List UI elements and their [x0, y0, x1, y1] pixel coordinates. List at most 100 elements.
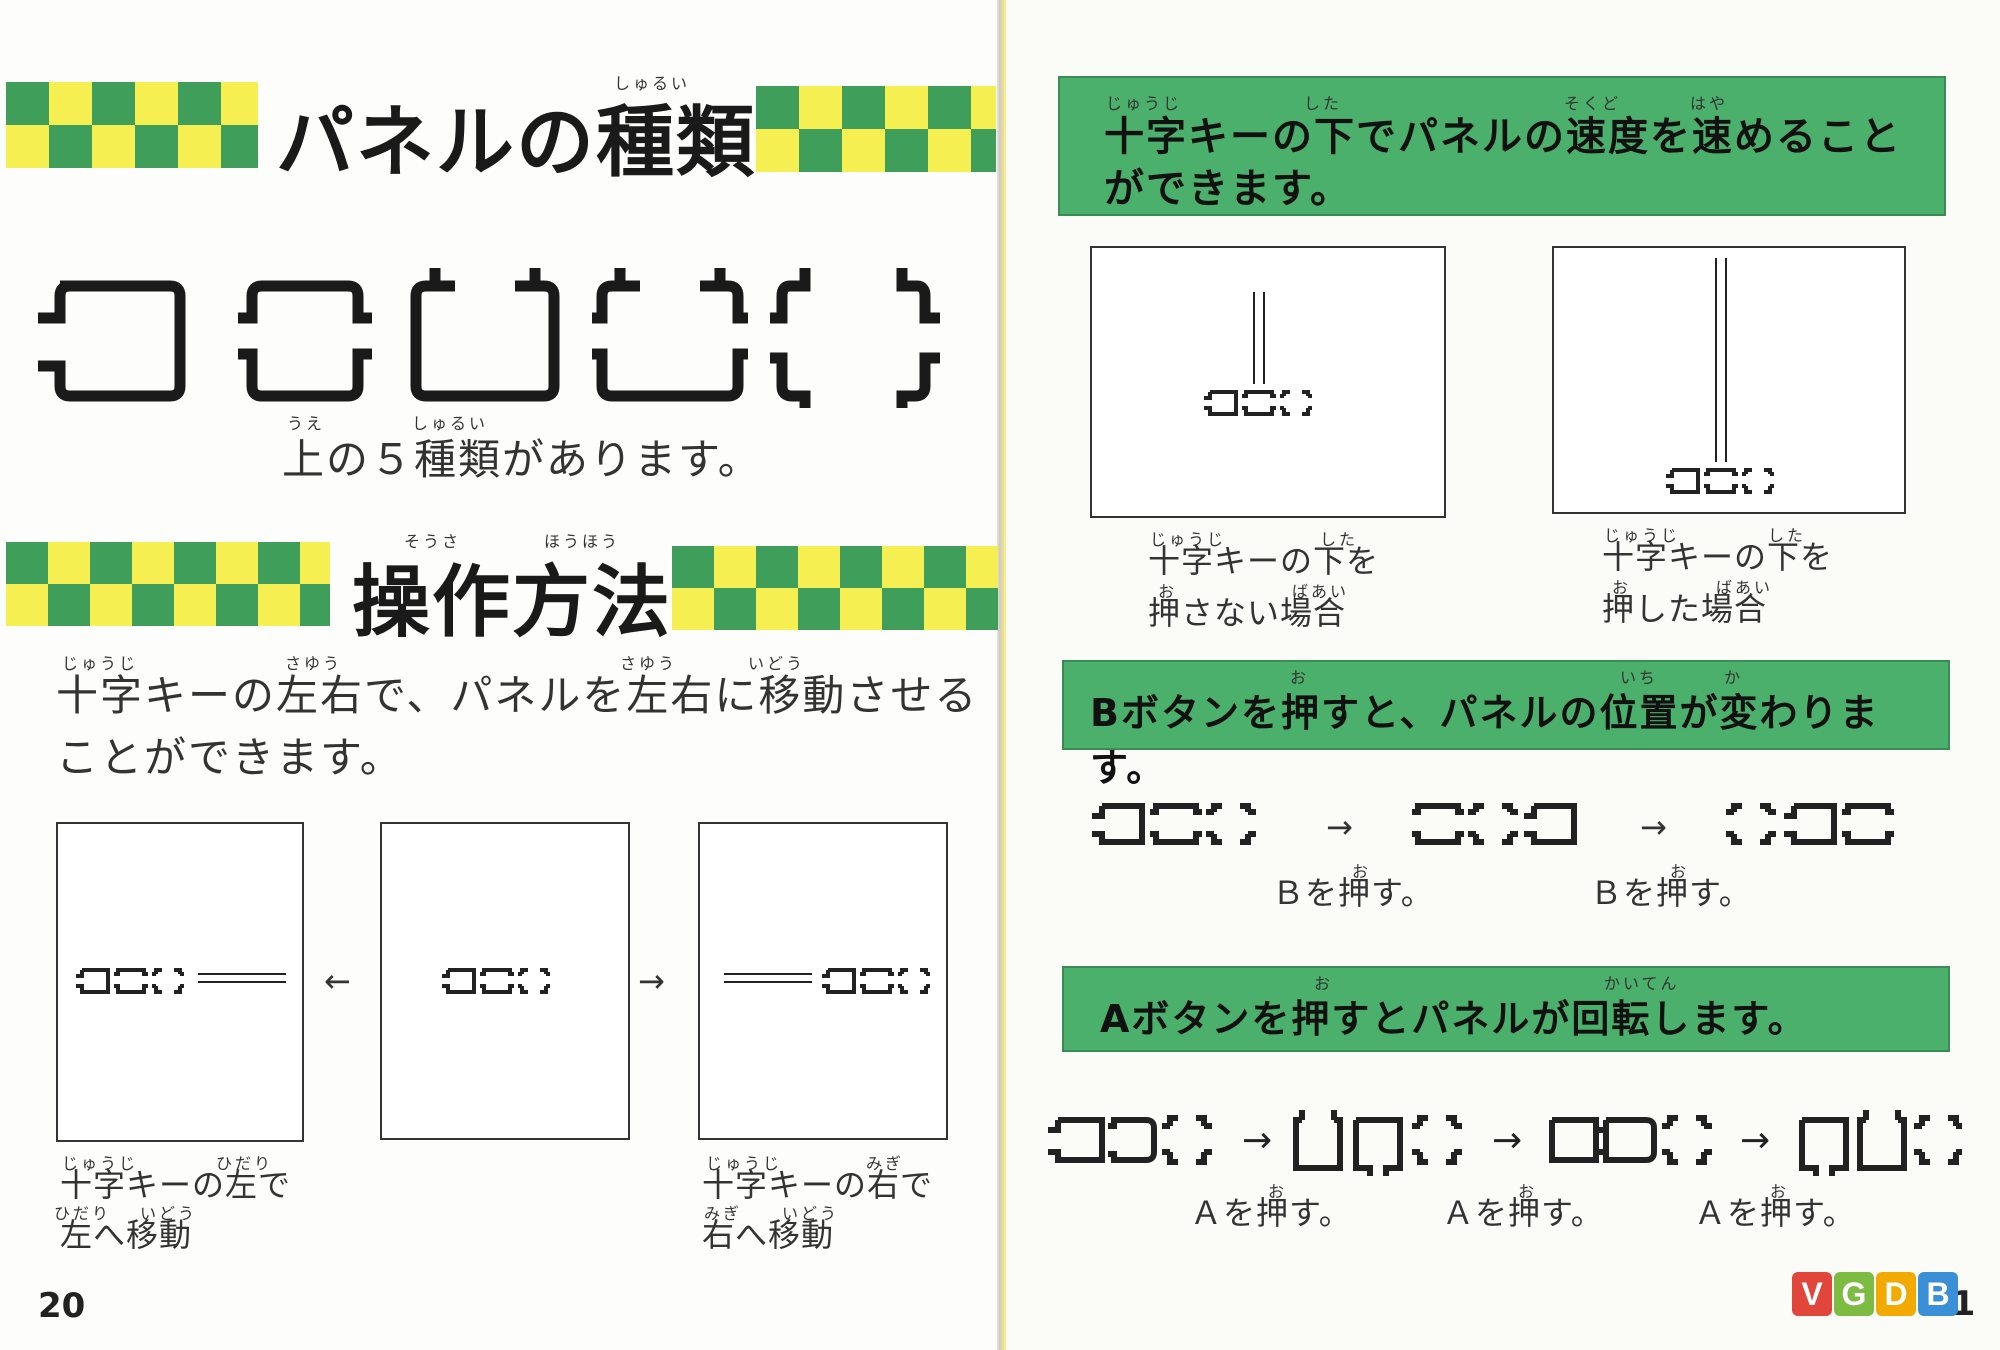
checker-square — [49, 125, 92, 168]
speed-normal-illustration — [1204, 292, 1312, 416]
checker-square — [798, 588, 840, 630]
a-arrow-inline-3: → — [1740, 1120, 1770, 1161]
a-label-2: Ａを押す。 — [1442, 1194, 1604, 1232]
checker-square — [840, 546, 882, 588]
not-pressed-ruby-baai: ばあい — [1292, 582, 1350, 601]
not-pressed-caption-line-2: 押さない場合 — [1148, 594, 1347, 632]
banner2-ruby-o: お — [1290, 668, 1310, 687]
checker-square — [756, 546, 798, 588]
arrow-right-left-page: → — [638, 962, 665, 1000]
vgdb-letter-g: G — [1834, 1272, 1874, 1316]
checker-square — [258, 542, 300, 584]
banner1-ruby-shita: した — [1304, 94, 1343, 113]
a-label-3-ruby: お — [1770, 1182, 1790, 1201]
checker-bar-left-2 — [6, 542, 330, 626]
banner3-ruby-o: お — [1314, 974, 1334, 993]
caption-ruby-ue: うえ — [287, 414, 326, 433]
banner2-ruby-ichi: いち — [1620, 668, 1659, 687]
left-caption-ruby-juuji: じゅうじ — [62, 1154, 139, 1173]
checker-square — [840, 588, 882, 630]
title1-ruby: しゅるい — [614, 74, 691, 93]
checker-square — [928, 86, 971, 129]
checker-square — [216, 542, 258, 584]
b-arrow-2: → — [1640, 808, 1667, 846]
caption-ruby-shurui: しゅるい — [412, 414, 489, 433]
checker-square — [216, 584, 258, 626]
banner2-text: Bボタンを押すと、パネルの位置が変わります。 — [1090, 691, 1880, 790]
pressed-ruby-shita: した — [1768, 526, 1807, 545]
b-label-2: Ｂを押す。 — [1590, 874, 1752, 912]
instruction-ruby-idou: いどう — [748, 654, 806, 673]
b-button-sequence — [1092, 803, 1894, 845]
panels-center — [442, 968, 550, 994]
right-caption-ruby-juuji: じゅうじ — [706, 1154, 783, 1173]
banner3-ruby-kaiten: かいてん — [1604, 974, 1680, 993]
checker-square — [6, 82, 49, 125]
screen-pressed — [1552, 246, 1906, 514]
checker-square — [714, 546, 756, 588]
checker-square — [6, 584, 48, 626]
b-label-2-ruby: お — [1670, 862, 1690, 881]
checker-square — [756, 588, 798, 630]
checker-square — [971, 86, 996, 129]
b-label-1-ruby: お — [1352, 862, 1372, 881]
screen-center — [380, 822, 630, 1140]
banner-a-button: お かいてん Aボタンを押すとパネルが回転します。 — [1062, 966, 1950, 1052]
checker-square — [48, 584, 90, 626]
instruction-ruby-juuji: じゅうじ — [62, 654, 139, 673]
right-caption-ruby-migi2: みぎ — [704, 1204, 743, 1223]
instruction-line-1: 十字キーの左右で、パネルを左右に移動させる — [56, 671, 979, 720]
a-label-1-ruby: お — [1268, 1182, 1288, 1201]
panel-type-3 — [410, 268, 560, 402]
checker-square — [90, 584, 132, 626]
checker-square — [928, 129, 971, 172]
title2-ruby-sousa: そうさ — [404, 532, 462, 551]
checker-square — [48, 542, 90, 584]
banner1-line-2: ができます。 — [1104, 166, 1352, 212]
panel-types-illustration — [38, 268, 940, 408]
instruction-line-2: ことができます。 — [56, 733, 404, 782]
checker-square — [756, 86, 799, 129]
checker-square — [882, 588, 924, 630]
b-label-1: Ｂを押す。 — [1272, 874, 1434, 912]
screen-not-pressed — [1090, 246, 1446, 518]
panel-types-caption: 上の５種類があります。 — [282, 435, 762, 484]
checker-square — [135, 82, 178, 125]
title2-ruby-houhou: ほうほう — [544, 532, 621, 551]
a-arrow-inline-2: → — [1492, 1120, 1522, 1161]
checker-square — [971, 129, 996, 172]
checker-square — [178, 82, 221, 125]
right-caption-ruby-idou: いどう — [782, 1204, 840, 1223]
page-number-left: 20 — [38, 1286, 86, 1326]
checker-square — [90, 542, 132, 584]
panel-type-4 — [592, 268, 748, 402]
pressed-caption-line-1: 十字キーの下を — [1602, 538, 1834, 576]
checker-square — [966, 588, 998, 630]
banner3-text: Aボタンを押すとパネルが回転します。 — [1100, 997, 1808, 1041]
checker-bar-left-1 — [6, 82, 258, 168]
pressed-caption-line-2: 押した場合 — [1602, 590, 1768, 628]
panels-moving-right — [724, 968, 930, 994]
vgdb-letter-v: V — [1792, 1272, 1832, 1316]
left-caption-ruby-idou: いどう — [140, 1204, 198, 1223]
checker-square — [132, 584, 174, 626]
right-caption-ruby-migi: みぎ — [866, 1154, 905, 1173]
banner2-ruby-ka: か — [1724, 668, 1744, 687]
not-pressed-ruby-juuji: じゅうじ — [1150, 530, 1227, 549]
checker-square — [92, 125, 135, 168]
checker-square — [132, 542, 174, 584]
left-caption-ruby-hidari: ひだり — [216, 1154, 274, 1173]
checker-square — [882, 546, 924, 588]
checker-square — [799, 86, 842, 129]
checker-square — [221, 82, 258, 125]
book-spine — [997, 0, 1004, 1350]
checker-square — [174, 542, 216, 584]
a-button-sequence: → → → — [1048, 1110, 1962, 1176]
panel-type-2 — [238, 280, 372, 402]
checker-bar-right-1 — [756, 86, 996, 172]
right-caption-line-2: 右へ移動 — [702, 1216, 835, 1254]
vgdb-letter-b: B — [1918, 1272, 1958, 1316]
panel-types-title: パネルの種類 — [276, 98, 757, 188]
checker-square — [6, 542, 48, 584]
